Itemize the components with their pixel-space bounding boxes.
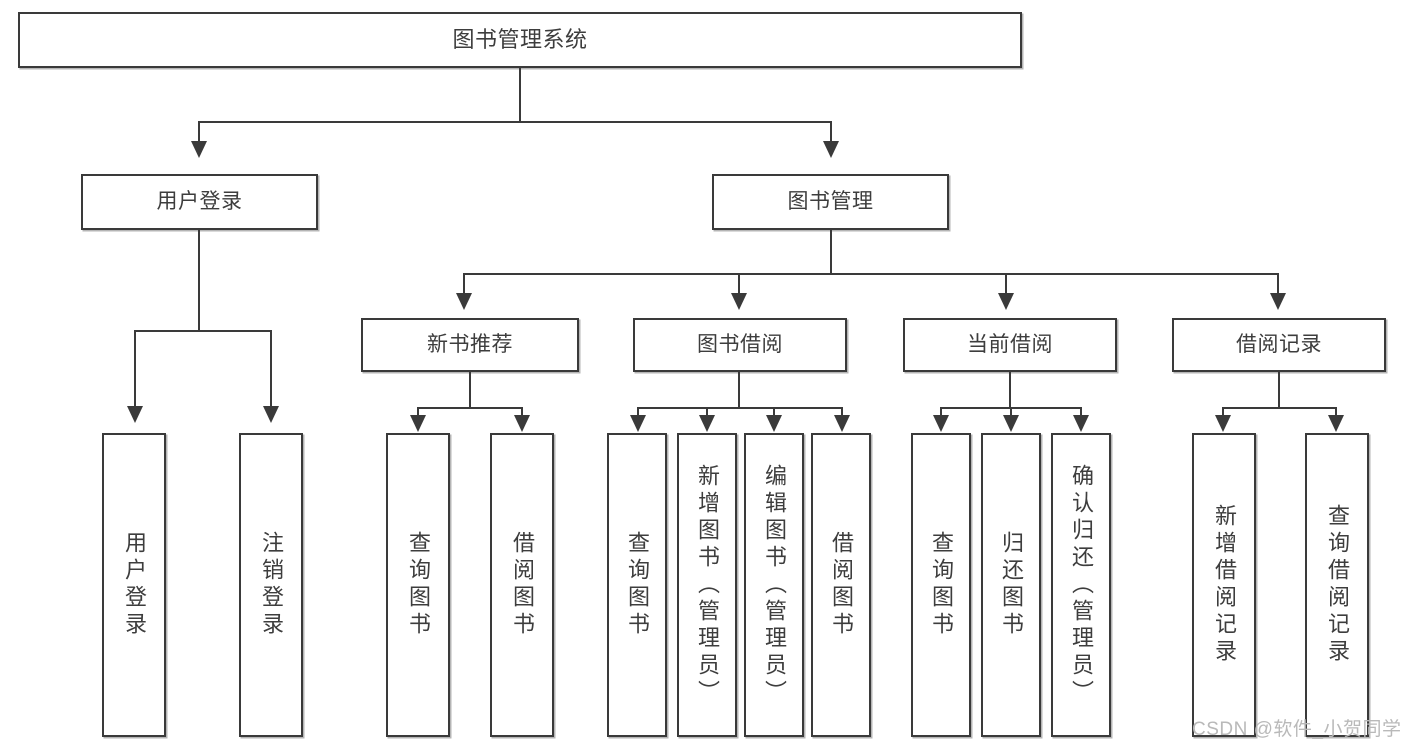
node-label: 查询图书 xyxy=(929,531,954,639)
leaf-user-login[interactable]: 用户登录 xyxy=(102,433,166,737)
node-label: 新书推荐 xyxy=(427,332,513,356)
node-label: 新增借阅记录 xyxy=(1212,504,1237,666)
arrowhead-to-book-borrow xyxy=(731,293,747,310)
node-label: 图书借阅 xyxy=(697,332,783,356)
node-label: 注销登录 xyxy=(259,531,284,639)
node-label: 查询图书 xyxy=(406,531,431,639)
connector-bb-stem xyxy=(738,372,740,407)
leaf-logout[interactable]: 注销登录 xyxy=(239,433,303,737)
arrowhead-cb-leaf-1 xyxy=(933,415,949,432)
connector-user-login-stem xyxy=(198,230,200,330)
arrowhead-to-leaf-user-login xyxy=(127,406,143,423)
node-label: 图书管理系统 xyxy=(452,27,588,53)
connector-br-bus xyxy=(1222,407,1337,409)
connector-cb-drop-1 xyxy=(940,407,942,417)
connector-bb-drop-1 xyxy=(637,407,639,417)
node-label: 用户登录 xyxy=(122,531,147,639)
node-label: 归还图书 xyxy=(999,531,1024,639)
arrowhead-nbr-leaf-1 xyxy=(410,415,426,432)
connector-book-management-bus xyxy=(463,273,1277,275)
arrowhead-br-leaf-2 xyxy=(1328,415,1344,432)
connector-bm-drop-4 xyxy=(1277,273,1279,295)
connector-nbr-drop-2 xyxy=(521,407,523,417)
connector-bb-drop-2 xyxy=(706,407,708,417)
node-label: 图书管理 xyxy=(787,189,874,213)
connector-book-management-stem xyxy=(830,230,832,273)
connector-cb-drop-3 xyxy=(1080,407,1082,417)
node-label: 确认归还（管理员） xyxy=(1069,463,1094,707)
connector-nbr-stem xyxy=(469,372,471,407)
arrowhead-bb-leaf-1 xyxy=(630,415,646,432)
arrowhead-bb-leaf-4 xyxy=(834,415,850,432)
leaf-br-query-record[interactable]: 查询借阅记录 xyxy=(1305,433,1369,737)
leaf-cb-query-book[interactable]: 查询图书 xyxy=(911,433,971,737)
node-root-book-management-system[interactable]: 图书管理系统 xyxy=(18,12,1022,68)
connector-user-login-bus xyxy=(134,330,271,332)
node-label: 新增图书（管理员） xyxy=(695,463,720,707)
leaf-bb-add-book-admin[interactable]: 新增图书（管理员） xyxy=(677,433,737,737)
connector-nbr-drop-1 xyxy=(417,407,419,417)
leaf-bb-query-book[interactable]: 查询图书 xyxy=(607,433,667,737)
connector-nbr-bus xyxy=(417,407,523,409)
node-book-management[interactable]: 图书管理 xyxy=(712,174,949,230)
connector-user-login-drop-1 xyxy=(134,330,136,408)
node-label: 查询借阅记录 xyxy=(1325,504,1350,666)
connector-root-stem xyxy=(519,68,521,121)
node-book-borrow[interactable]: 图书借阅 xyxy=(633,318,847,372)
connector-bm-drop-2 xyxy=(738,273,740,295)
leaf-nbr-query-book[interactable]: 查询图书 xyxy=(386,433,450,737)
arrowhead-to-current-borrow xyxy=(998,293,1014,310)
node-current-borrow[interactable]: 当前借阅 xyxy=(903,318,1117,372)
connector-bb-bus xyxy=(637,407,843,409)
arrowhead-to-user-login xyxy=(191,141,207,158)
connector-bb-drop-3 xyxy=(773,407,775,417)
connector-bm-drop-1 xyxy=(463,273,465,295)
node-label: 借阅记录 xyxy=(1236,332,1322,356)
connector-bm-drop-3 xyxy=(1005,273,1007,295)
node-label: 借阅图书 xyxy=(510,531,535,639)
arrowhead-cb-leaf-2 xyxy=(1003,415,1019,432)
connector-user-login-drop-2 xyxy=(270,330,272,408)
node-label: 编辑图书（管理员） xyxy=(762,463,787,707)
node-label: 当前借阅 xyxy=(967,332,1053,356)
leaf-nbr-borrow-book[interactable]: 借阅图书 xyxy=(490,433,554,737)
leaf-cb-return-book[interactable]: 归还图书 xyxy=(981,433,1041,737)
arrowhead-bb-leaf-3 xyxy=(766,415,782,432)
node-label: 用户登录 xyxy=(156,189,243,213)
node-user-login[interactable]: 用户登录 xyxy=(81,174,318,230)
connector-root-drop-right xyxy=(830,121,832,143)
arrowhead-to-new-book-recommend xyxy=(456,293,472,310)
node-label: 查询图书 xyxy=(625,531,650,639)
connector-cb-stem xyxy=(1009,372,1011,407)
leaf-bb-borrow-book[interactable]: 借阅图书 xyxy=(811,433,871,737)
node-new-book-recommend[interactable]: 新书推荐 xyxy=(361,318,579,372)
arrowhead-nbr-leaf-2 xyxy=(514,415,530,432)
connector-br-stem xyxy=(1278,372,1280,407)
connector-root-bus xyxy=(198,121,832,123)
connector-root-drop-left xyxy=(198,121,200,143)
connector-bb-drop-4 xyxy=(841,407,843,417)
node-borrow-record[interactable]: 借阅记录 xyxy=(1172,318,1386,372)
arrowhead-to-borrow-record xyxy=(1270,293,1286,310)
connector-br-drop-1 xyxy=(1222,407,1224,417)
arrowhead-cb-leaf-3 xyxy=(1073,415,1089,432)
connector-cb-drop-2 xyxy=(1010,407,1012,417)
leaf-br-add-record[interactable]: 新增借阅记录 xyxy=(1192,433,1256,737)
leaf-bb-edit-book-admin[interactable]: 编辑图书（管理员） xyxy=(744,433,804,737)
arrowhead-to-leaf-logout xyxy=(263,406,279,423)
arrowhead-br-leaf-1 xyxy=(1215,415,1231,432)
arrowhead-bb-leaf-2 xyxy=(699,415,715,432)
arrowhead-to-book-management xyxy=(823,141,839,158)
leaf-cb-confirm-return-admin[interactable]: 确认归还（管理员） xyxy=(1051,433,1111,737)
connector-br-drop-2 xyxy=(1335,407,1337,417)
node-label: 借阅图书 xyxy=(829,531,854,639)
